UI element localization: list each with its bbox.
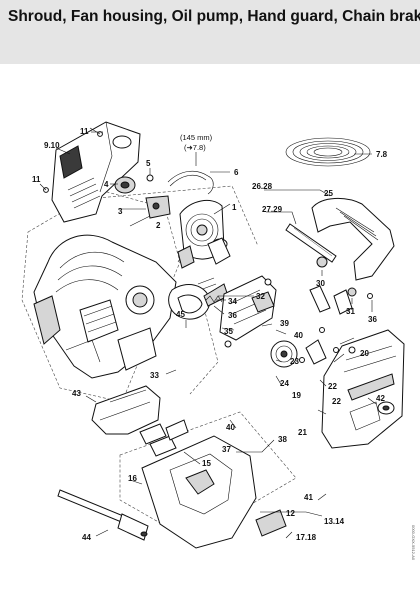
page-title: Shroud, Fan housing, Oil pump, Hand guar… (8, 8, 420, 25)
callout-45: 45 (176, 310, 185, 319)
page-code: 0000-GXX-5512-A0 (411, 524, 416, 560)
callout-11-lower: 11 (32, 175, 41, 184)
callout-19: 19 (292, 391, 301, 400)
callout-16: 16 (128, 474, 137, 483)
callout-ref-7-8-a: (➜7.8) (184, 143, 206, 152)
callout-1: 1 (232, 203, 237, 212)
callout-27-29: 27.29 (262, 205, 283, 214)
callout-12: 12 (286, 509, 295, 518)
callout-26-28: 26.28 (252, 182, 273, 191)
callout-17-18: 17.18 (296, 533, 317, 542)
lower-shroud-part (139, 419, 257, 549)
exploded-parts-diagram: 11 9.10 11 4 5 3 2 (145 mm) (➜7.8) 6 1 7… (21, 121, 405, 549)
spiral-hose-part (285, 137, 371, 167)
callout-32: 32 (256, 292, 265, 301)
callout-23: 23 (290, 357, 299, 366)
callout-22: 22 (328, 382, 337, 391)
callout-6: 6 (234, 168, 239, 177)
page-header: Shroud, Fan housing, Oil pump, Hand guar… (0, 0, 420, 64)
callout-40-lower: 40 (226, 423, 235, 432)
callout-38: 38 (278, 435, 287, 444)
callout-7-8: 7.8 (376, 150, 388, 159)
callout-42: 42 (376, 394, 385, 403)
callout-24: 24 (280, 379, 289, 388)
callout-3: 3 (118, 207, 123, 216)
callout-36-brake: 36 (228, 311, 237, 320)
handle-pad-part (255, 509, 287, 537)
callout-2: 2 (156, 221, 161, 230)
engine-body (33, 234, 177, 379)
callout-37: 37 (222, 445, 231, 454)
callout-40: 40 (294, 331, 303, 340)
callout-43: 43 (72, 389, 81, 398)
callout-5: 5 (146, 159, 151, 168)
oil-pump-parts (114, 170, 214, 219)
shroud-part (43, 121, 141, 223)
callout-21: 21 (298, 428, 307, 437)
callout-30: 30 (316, 279, 325, 288)
sprocket-cover-part (321, 329, 405, 449)
callout-34: 34 (228, 297, 237, 306)
callout-11: 11 (80, 127, 89, 136)
hand-guard-part (285, 198, 395, 299)
callout-9-10: 9.10 (44, 141, 60, 150)
callout-41: 41 (304, 493, 313, 502)
callout-20: 20 (360, 349, 369, 358)
leader-lines (39, 131, 377, 539)
filter-cover-part (91, 385, 161, 435)
callout-31: 31 (346, 307, 355, 316)
callout-22-lower: 22 (332, 397, 341, 406)
callout-35: 35 (224, 327, 233, 336)
callout-labels: 11 9.10 11 4 5 3 2 (145 mm) (➜7.8) 6 1 7… (32, 127, 388, 542)
callout-25: 25 (324, 189, 333, 198)
combination-wrench-part (57, 489, 149, 541)
callout-44: 44 (82, 533, 91, 542)
callout-15: 15 (202, 459, 211, 468)
callout-36: 36 (368, 315, 377, 324)
callout-33: 33 (150, 371, 159, 380)
callout-145mm: (145 mm) (180, 133, 213, 142)
callout-13-14: 13.14 (324, 517, 345, 526)
callout-4: 4 (104, 180, 109, 189)
callout-39: 39 (280, 319, 289, 328)
